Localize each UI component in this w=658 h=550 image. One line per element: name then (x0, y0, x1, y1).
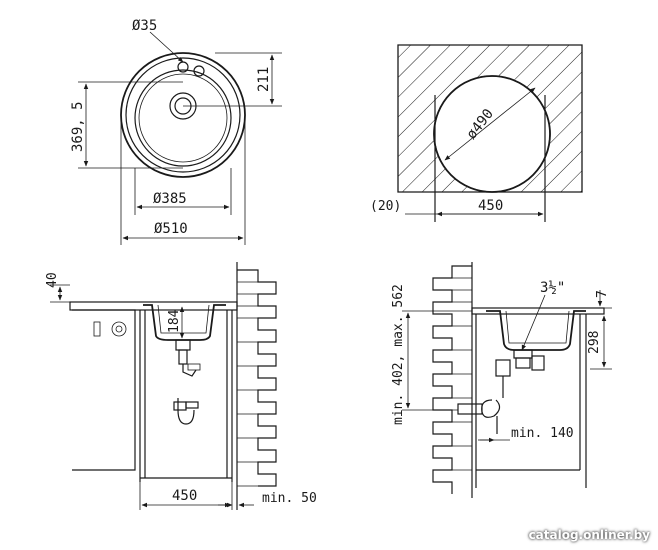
thread-size-label: 3½" (540, 280, 565, 296)
bowl-diameter-label: Ø385 (153, 191, 187, 207)
appliance (72, 309, 136, 471)
sink-bowl-inner (138, 73, 228, 163)
tap-hole-diameter-label: Ø35 (132, 18, 157, 34)
cutout-diameter-label: ø490 (464, 106, 497, 142)
rim-thickness-label: 7 (595, 290, 610, 298)
outer-diameter-label: Ø510 (154, 221, 188, 237)
top-view: Ø35 211 369, 5 Ø385 Ø510 (70, 18, 282, 245)
cabinet-width-label: 450 (478, 198, 503, 214)
side-view-left: 40 184 450 min. 50 (45, 262, 317, 510)
sink-profile-right (486, 310, 586, 351)
brick-wall-left (236, 262, 277, 510)
cutout-view: ø490 (20) 450 (370, 44, 583, 222)
bowl-depth-label: 184 (167, 309, 182, 333)
cabinet-width-left-label: 450 (172, 488, 197, 504)
edge-offset-label: (20) (370, 199, 401, 214)
cutout-circle (433, 75, 551, 193)
worktop-left (69, 301, 238, 311)
sink-inner-rim (125, 57, 241, 173)
bowl-offset-label: 369, 5 (70, 101, 86, 152)
brick-wall-right (432, 262, 473, 498)
sink-bowl (134, 69, 232, 167)
drain-height-label: 298 (587, 331, 602, 354)
wall-gap-label: min. 50 (262, 491, 317, 506)
sink-outer-rim (120, 52, 246, 178)
tap-hole-2 (193, 65, 205, 77)
rim-height-label: 40 (45, 272, 60, 288)
side-view-right: 3½" 7 298 min. 402, max. 562 min. 140 (391, 262, 612, 498)
tap-offset-label: 211 (256, 67, 272, 92)
drain-spacing-label: min. 140 (511, 426, 574, 441)
cabinet-height-range-label: min. 402, max. 562 (391, 284, 406, 425)
watermark: catalog.onliner.by (528, 528, 650, 542)
